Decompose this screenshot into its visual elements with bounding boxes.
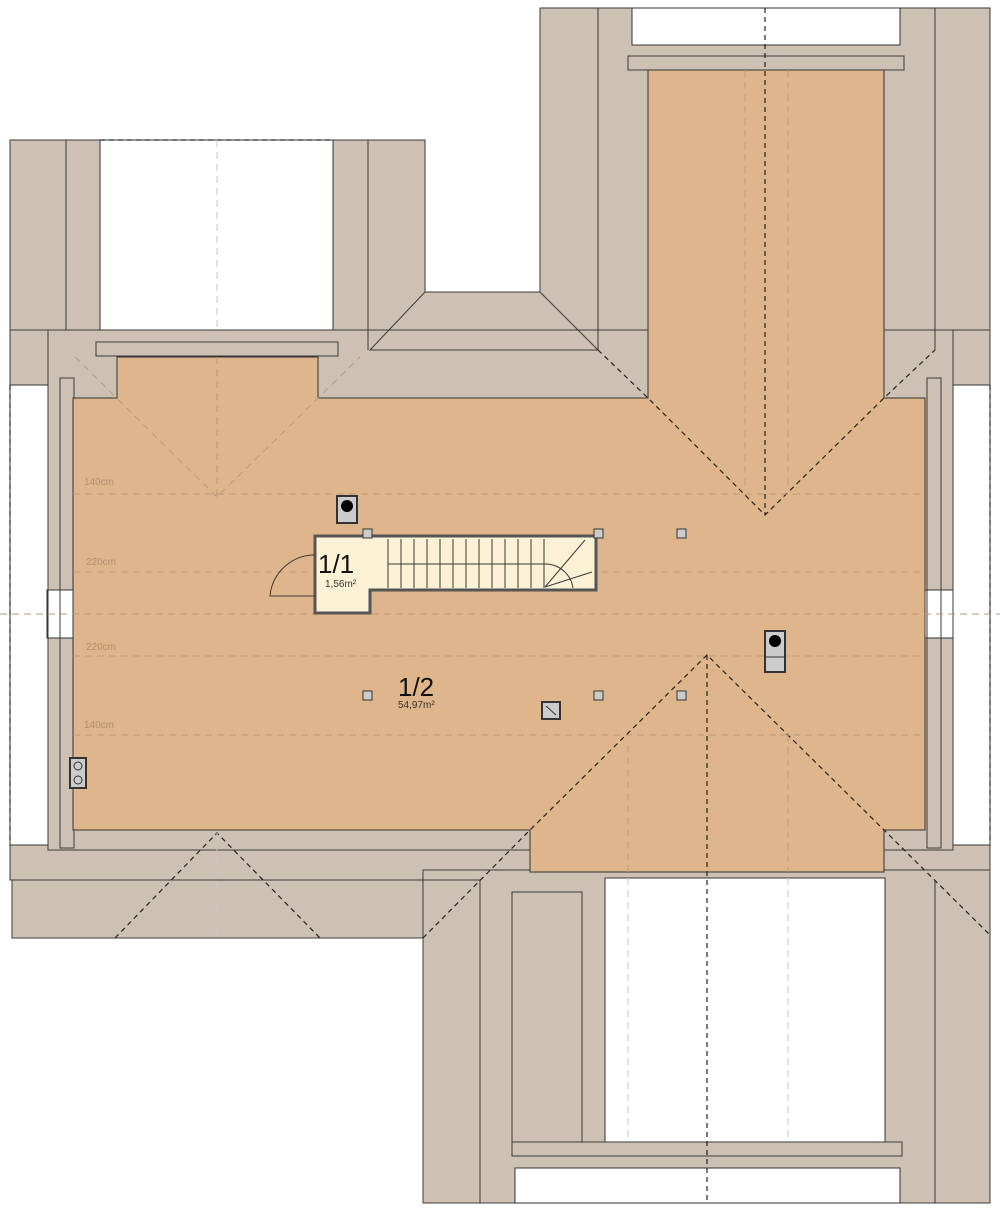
floor-room-1-2 <box>72 69 926 873</box>
room-number: 1/1 <box>318 549 354 579</box>
roof-lines <box>0 8 1000 1203</box>
staircase <box>269 534 598 615</box>
stair-steps <box>387 539 593 589</box>
room-area: 1,56m² <box>325 579 357 590</box>
height-label: 140cm <box>84 477 114 488</box>
vent-icon <box>69 757 87 789</box>
window-top-right <box>631 7 901 46</box>
door-swing <box>269 554 316 597</box>
vent-icon <box>541 701 561 720</box>
window-left <box>9 384 49 846</box>
fixtures <box>69 495 786 789</box>
post-icon <box>362 690 373 701</box>
chimney-icon <box>764 630 786 673</box>
post-icon <box>676 528 687 539</box>
post-icon <box>593 528 604 539</box>
post-icon <box>362 528 373 539</box>
room-number: 1/2 <box>398 672 434 702</box>
post-icon <box>593 690 604 701</box>
wall-lines <box>12 8 954 1203</box>
height-label: 140cm <box>84 720 114 731</box>
height-label: 220cm <box>86 557 116 568</box>
post-icon <box>676 690 687 701</box>
window-right <box>952 384 991 846</box>
window-bottom-right <box>604 877 886 1143</box>
room-area: 54,97m² <box>398 700 435 711</box>
height-label: 220cm <box>86 642 116 653</box>
chimney-icon <box>336 495 358 524</box>
